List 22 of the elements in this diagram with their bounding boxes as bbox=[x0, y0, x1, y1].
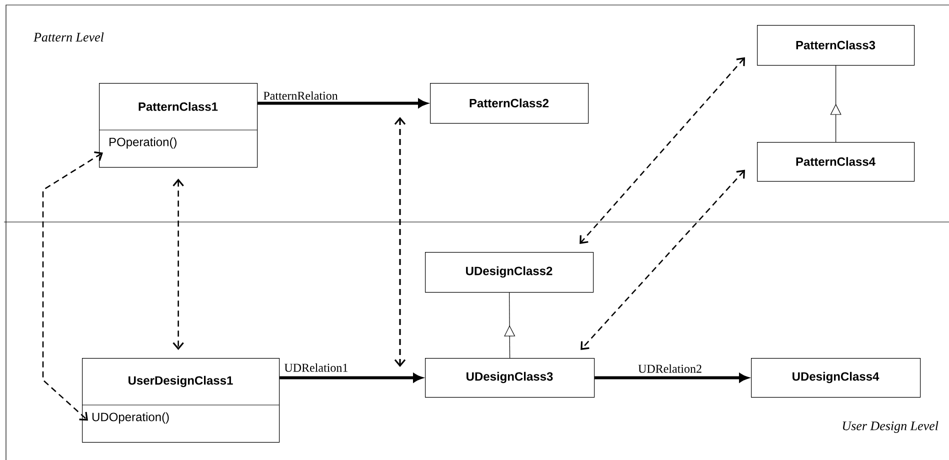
generalization-arrow bbox=[504, 292, 516, 358]
class-box: UserDesignClass1 UDOperation() bbox=[82, 358, 280, 443]
generalization-arrow bbox=[830, 65, 842, 142]
arrow bbox=[42, 151, 103, 421]
class-box: UDesignClass3 bbox=[425, 358, 595, 398]
class-box: UDesignClass4 bbox=[751, 358, 921, 398]
edge-label: PatternRelation bbox=[262, 90, 339, 101]
class-box: PatternClass4 bbox=[757, 142, 915, 182]
level-label: Pattern Level bbox=[33, 32, 104, 42]
edge-label: UDRelation1 bbox=[283, 362, 350, 373]
arrow bbox=[258, 98, 428, 108]
class-box: PatternClass2 bbox=[430, 83, 589, 124]
arrow bbox=[280, 373, 422, 382]
edge-label: UDRelation2 bbox=[637, 363, 703, 374]
class-box: PatternClass3 bbox=[757, 25, 915, 66]
arrow bbox=[580, 170, 746, 350]
arrow bbox=[172, 178, 184, 350]
arrow bbox=[580, 57, 746, 244]
level-label: User Design Level bbox=[842, 421, 938, 433]
class-box: PatternClass1 POperation() bbox=[98, 83, 258, 168]
arrow bbox=[594, 373, 748, 382]
class-box: UDesignClass2 bbox=[425, 252, 594, 293]
